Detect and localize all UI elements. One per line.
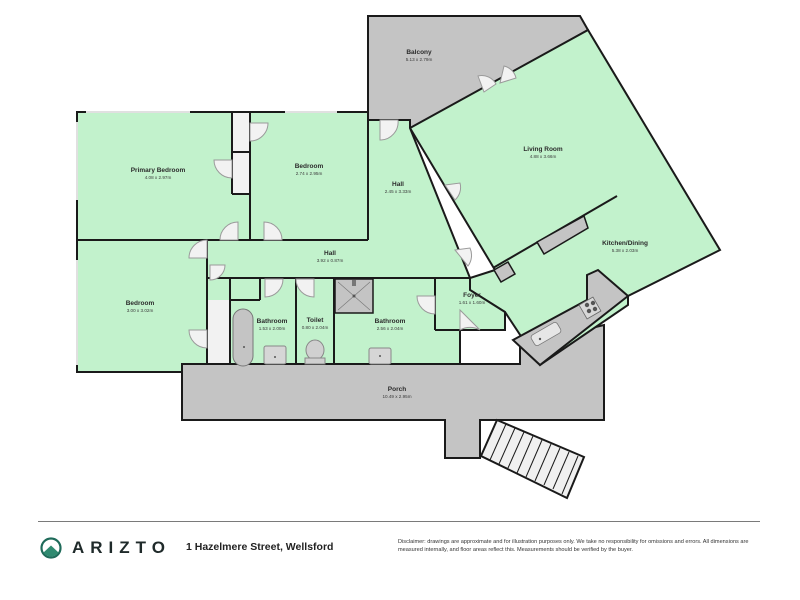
arizto-logo-icon: [40, 537, 62, 559]
room-name: Living Room: [523, 146, 563, 153]
room-name: Bedroom: [125, 300, 155, 307]
room-dimensions: 3.92 x 0.87m: [316, 258, 344, 263]
room-label-bathroom: Bathroom 1.53 x 2.00m: [257, 318, 288, 332]
room-dimensions: 2.74 x 2.95m: [295, 171, 323, 176]
room-label-primary-bedroom: Primary Bedroom 4.08 x 2.97m: [131, 167, 186, 181]
room-name: Toilet: [306, 317, 324, 324]
room-name: Primary Bedroom: [130, 167, 186, 174]
room-label-living-room: Living Room 4.88 x 3.66m: [523, 146, 562, 160]
room-name: Porch: [387, 386, 407, 393]
room-label-kitchen-dining: Kitchen/Dining 5.38 x 2.03m: [602, 240, 648, 254]
doors: [188, 119, 481, 349]
room-label-foyer: Foyer 1.61 x 1.60m: [459, 292, 486, 306]
room-label-bedroom: Bedroom 2.74 x 2.95m: [295, 163, 324, 177]
room-dimensions: 3.00 x 3.02m: [126, 308, 154, 313]
floor-plan: Primary Bedroom 4.08 x 2.97m Bedroom 2.7…: [76, 15, 722, 500]
room-name: Bathroom: [256, 318, 288, 325]
room-dimensions: 5.38 x 2.03m: [611, 248, 639, 253]
room-name: Bedroom: [294, 163, 324, 170]
room-label-porch: Porch 10.49 x 2.95m: [382, 386, 411, 400]
room-label-bedroom: Bedroom 3.00 x 3.02m: [126, 300, 155, 314]
bathtub-icon: [232, 308, 254, 367]
room-name: Kitchen/Dining: [602, 240, 648, 247]
room-label-hall-main: Hall 3.92 x 0.87m: [317, 250, 344, 264]
room-name: Hall: [324, 250, 336, 257]
room-dimensions: 2.56 x 2.04m: [376, 326, 404, 331]
room-dimensions: 1.61 x 1.60m: [458, 300, 486, 305]
room-dimensions: 4.08 x 2.97m: [144, 175, 172, 180]
room-label-hall-upper: Hall 2.45 x 3.33m: [385, 181, 412, 195]
room-label-balcony: Balcony 5.13 x 2.79m: [406, 49, 433, 63]
stairs: [479, 418, 586, 500]
porch-area: [181, 323, 605, 459]
room-dimensions: 4.88 x 3.66m: [529, 154, 557, 159]
toilet-icon: [304, 339, 326, 365]
room-name: Foyer: [463, 292, 481, 299]
kitchen-cabinet: [492, 260, 517, 284]
disclaimer-text: Disclaimer: drawings are approximate and…: [398, 539, 749, 553]
room-dimensions: 10.49 x 2.95m: [382, 394, 412, 399]
room-label-toilet: Toilet 0.80 x 2.04m: [302, 317, 329, 331]
basin-icon: [263, 345, 287, 365]
room-dimensions: 1.53 x 2.00m: [258, 326, 286, 331]
shower-icon: [334, 278, 374, 314]
room-dimensions: 5.13 x 2.79m: [405, 57, 433, 62]
brand: ARIZTO: [40, 537, 171, 559]
room-dimensions: 0.80 x 2.04m: [301, 325, 329, 330]
footer-divider: [38, 521, 760, 522]
room-name: Balcony: [406, 49, 432, 56]
kitchen-sink-icon: [530, 322, 562, 346]
cooktop-icon: [578, 296, 602, 320]
property-address: 1 Hazelmere Street, Wellsford: [186, 541, 334, 553]
room-label-bathroom: Bathroom 2.56 x 2.04m: [375, 318, 406, 332]
room-name: Bathroom: [374, 318, 406, 325]
room-name: Hall: [392, 181, 404, 188]
room-dimensions: 2.45 x 3.33m: [384, 189, 412, 194]
kitchen-island: [535, 214, 589, 256]
brand-name: ARIZTO: [72, 538, 171, 557]
